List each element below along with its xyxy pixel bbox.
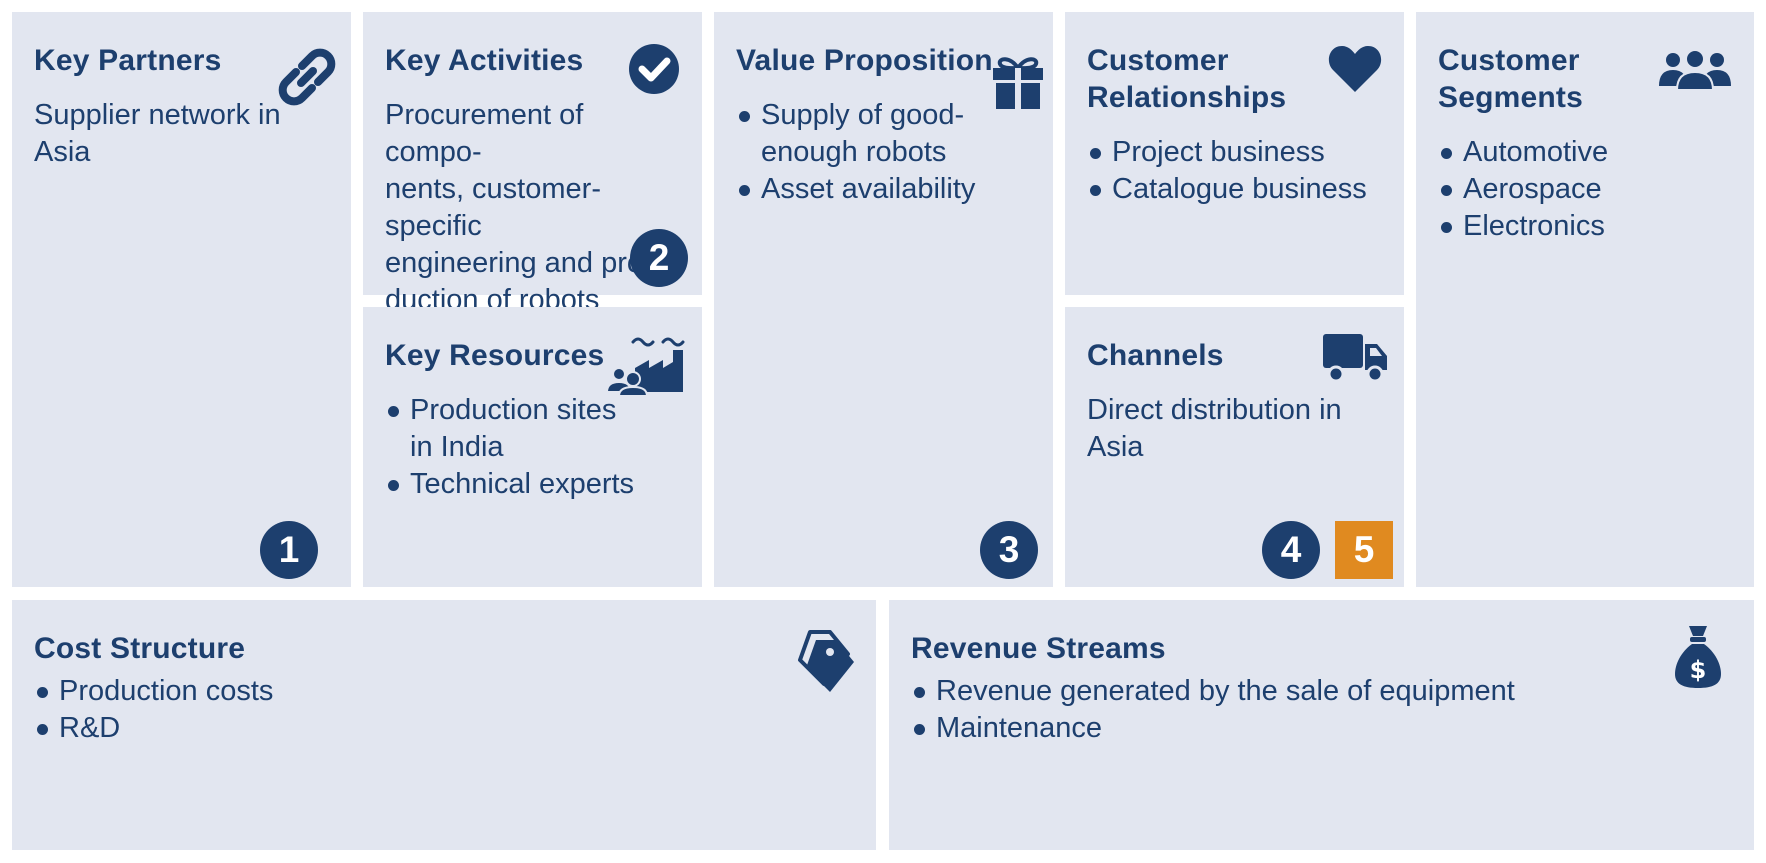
list-item-text: in India <box>410 431 504 463</box>
key-activities-text-line: nents, customer-specific <box>385 173 601 242</box>
customer-relationships-title-line2: Relationships <box>1087 81 1287 114</box>
key-partners-text: Supplier network in Asia <box>34 99 281 168</box>
check-circle-icon <box>629 44 679 94</box>
list-item-text: enough robots <box>761 136 947 168</box>
list-item-text: Production sites <box>410 394 617 426</box>
key-activities-number: 2 <box>630 229 688 287</box>
list-item: Asset availability <box>736 171 1031 208</box>
customer-segments-title-line2: Segments <box>1438 81 1583 114</box>
value-proposition-title: Value Proposition <box>736 44 993 77</box>
list-item: Production sites in India <box>385 392 680 466</box>
svg-text:$: $ <box>1690 656 1707 684</box>
list-item: Technical experts <box>385 466 680 503</box>
cost-structure-box: Cost Structure Production costs R&D <box>12 600 876 850</box>
value-proposition-box: Value Proposition Supply of good-enough … <box>714 12 1053 587</box>
channels-number: 4 <box>1262 521 1320 579</box>
list-item: Project business <box>1087 134 1382 171</box>
heart-icon <box>1328 46 1382 92</box>
gift-icon <box>993 57 1043 110</box>
truck-icon <box>1323 334 1387 383</box>
cost-structure-title: Cost Structure <box>34 632 246 665</box>
people-group-icon <box>1659 49 1731 90</box>
key-partners-number: 1 <box>260 521 318 579</box>
key-activities-text-line: engineering and pro- <box>385 247 653 279</box>
list-item: Catalogue business <box>1087 171 1382 208</box>
list-item: R&D <box>34 710 854 747</box>
list-item: Revenue generated by the sale of equipme… <box>911 673 1732 710</box>
channels-highlight-number: 5 <box>1335 521 1393 579</box>
customer-relationships-title: Customer Relationships <box>1087 42 1382 116</box>
list-item: Electronics <box>1438 208 1732 245</box>
money-bag-icon: $ <box>1675 626 1721 688</box>
list-item-text: Technical experts <box>410 468 635 500</box>
tags-icon <box>798 630 854 692</box>
customer-segments-title-line1: Customer <box>1438 44 1580 77</box>
revenue-streams-box: Revenue Streams Revenue generated by the… <box>889 600 1754 850</box>
channels-text: Direct distribution in Asia <box>1087 394 1342 463</box>
key-partners-box: Key Partners Supplier network in Asia 1 <box>12 12 351 587</box>
customer-segments-box: Customer Segments Automotive Aerospace E… <box>1416 12 1754 587</box>
customer-relationships-title-line1: Customer <box>1087 44 1229 77</box>
channels-title: Channels <box>1087 339 1224 372</box>
list-item: Aerospace <box>1438 171 1732 208</box>
key-resources-title: Key Resources <box>385 339 605 372</box>
list-item-text: Supply of good- <box>761 99 965 131</box>
channels-box: Channels Direct distribution in Asia 4 5 <box>1065 307 1404 587</box>
list-item: Maintenance <box>911 710 1732 747</box>
factory-people-icon <box>607 337 685 396</box>
list-item: Automotive <box>1438 134 1732 171</box>
key-activities-title: Key Activities <box>385 44 584 77</box>
key-activities-box: Key Activities Procurement of compo- nen… <box>363 12 702 316</box>
list-item: Supply of good-enough robots <box>736 97 1031 171</box>
revenue-streams-title: Revenue Streams <box>911 632 1166 665</box>
customer-relationships-box: Customer Relationships Project business … <box>1065 12 1404 295</box>
list-item: Production costs <box>34 673 854 710</box>
key-resources-box: Key Resources Production sites in India T… <box>363 307 702 587</box>
value-proposition-number: 3 <box>980 521 1038 579</box>
link-icon <box>278 48 336 106</box>
list-item-text: Asset availability <box>761 173 976 205</box>
key-activities-text-line: Procurement of compo- <box>385 99 584 168</box>
key-partners-title: Key Partners <box>34 44 222 77</box>
customer-segments-title: Customer Segments <box>1438 42 1732 116</box>
